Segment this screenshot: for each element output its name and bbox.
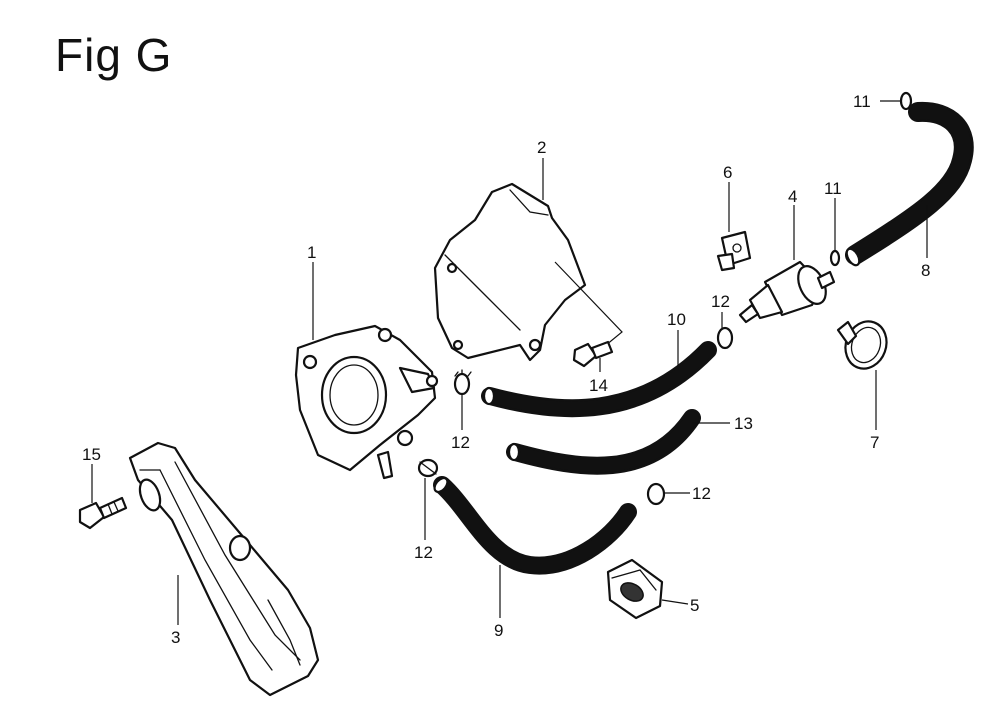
part-7-hose-clamp (836, 320, 888, 370)
part-12-clamp-a (453, 369, 472, 396)
callout-12-d: 12 (692, 484, 711, 503)
part-12-clamp-c (716, 326, 734, 350)
part-8-fuel-hose (845, 101, 974, 267)
part-11-clamp-upper (899, 91, 913, 111)
callout-8: 8 (921, 261, 930, 280)
callout-13: 13 (734, 414, 753, 433)
part-3-bracket (128, 441, 320, 697)
part-14-bolt (572, 340, 614, 368)
part-10-hose (481, 341, 717, 418)
callout-5: 5 (690, 596, 699, 615)
callout-12-c: 12 (711, 292, 730, 311)
leader-lines (91, 100, 928, 625)
callout-12-a: 12 (451, 433, 470, 452)
part-13-hose (506, 409, 701, 475)
part-2-heat-shield (433, 182, 587, 362)
part-15-bolt (78, 496, 128, 530)
part-4-fuel-filter (738, 260, 836, 324)
callout-3: 3 (171, 628, 180, 647)
callout-11-upper: 11 (853, 92, 871, 111)
part-12-clamp-d (646, 482, 666, 506)
part-5-grommet (606, 558, 664, 620)
callout-10: 10 (667, 310, 686, 329)
callout-7: 7 (870, 433, 879, 452)
figure-title: Fig G (55, 29, 173, 81)
callout-2: 2 (537, 138, 546, 157)
part-11-clamp-lower (829, 249, 841, 267)
callout-6: 6 (723, 163, 732, 182)
callout-15: 15 (82, 445, 101, 464)
callout-12-b: 12 (414, 543, 433, 562)
callout-14: 14 (589, 376, 608, 395)
part-6-clip (716, 230, 752, 272)
part-1-flange (294, 324, 439, 480)
callout-9: 9 (494, 621, 503, 640)
part-9-hose (433, 476, 637, 575)
callout-4: 4 (788, 187, 797, 206)
callout-11-lower: 11 (824, 179, 842, 198)
callout-1: 1 (307, 243, 316, 262)
part-12-clamp-b (417, 458, 439, 478)
callout-numbers: 1 2 3 4 5 6 7 8 9 10 11 11 12 12 12 12 1… (82, 92, 930, 647)
